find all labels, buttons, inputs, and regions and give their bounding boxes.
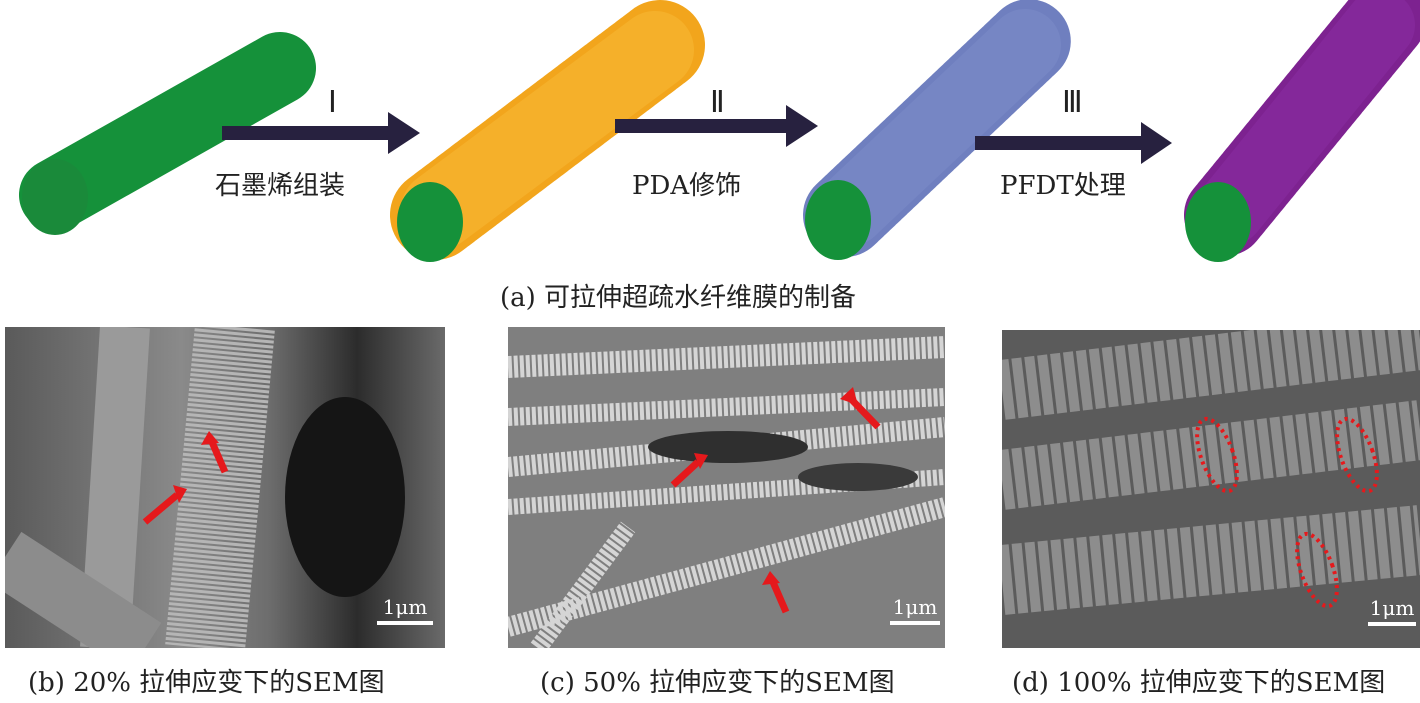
sem-image-20-percent: 1μm bbox=[5, 327, 445, 648]
scale-bar: 1μm bbox=[377, 595, 433, 625]
scale-bar: 1μm bbox=[1368, 596, 1416, 626]
red-arrows bbox=[142, 431, 229, 525]
bare-fiber bbox=[19, 32, 316, 235]
caption-c: (c) 50% 拉伸应变下的SEM图 bbox=[540, 668, 895, 698]
pfdt-fiber bbox=[1184, 0, 1420, 262]
step-3-label: PFDT处理 bbox=[1000, 171, 1126, 201]
step-1-label: 石墨烯组装 bbox=[215, 171, 346, 201]
step-1-numeral: Ⅰ bbox=[328, 86, 337, 119]
step-2-numeral: Ⅱ bbox=[710, 86, 725, 119]
arrow-step-1 bbox=[222, 126, 392, 140]
arrow-step-2 bbox=[615, 119, 790, 133]
sem-image-50-percent: 1μm bbox=[508, 327, 945, 648]
sem-image-100-percent: 1μm bbox=[1002, 330, 1420, 648]
process-arrows bbox=[222, 105, 1172, 164]
scheme-caption: (a) 可拉伸超疏水纤维膜的制备 bbox=[500, 283, 857, 313]
red-dotted-ellipses bbox=[1195, 416, 1379, 609]
preparation-scheme bbox=[19, 0, 1420, 262]
caption-d: (d) 100% 拉伸应变下的SEM图 bbox=[1012, 668, 1386, 698]
scale-label: 1μm bbox=[1369, 596, 1415, 620]
step-2-label: PDA修饰 bbox=[632, 171, 742, 201]
arrow-step-3 bbox=[975, 136, 1145, 150]
caption-b: (b) 20% 拉伸应变下的SEM图 bbox=[28, 668, 385, 698]
pda-fiber bbox=[803, 0, 1072, 260]
scale-label: 1μm bbox=[382, 595, 428, 619]
graphene-fiber bbox=[390, 0, 705, 262]
red-arrows bbox=[670, 387, 881, 614]
scale-label: 1μm bbox=[892, 595, 938, 619]
step-3-numeral: Ⅲ bbox=[1062, 86, 1083, 119]
scale-bar: 1μm bbox=[890, 595, 940, 625]
